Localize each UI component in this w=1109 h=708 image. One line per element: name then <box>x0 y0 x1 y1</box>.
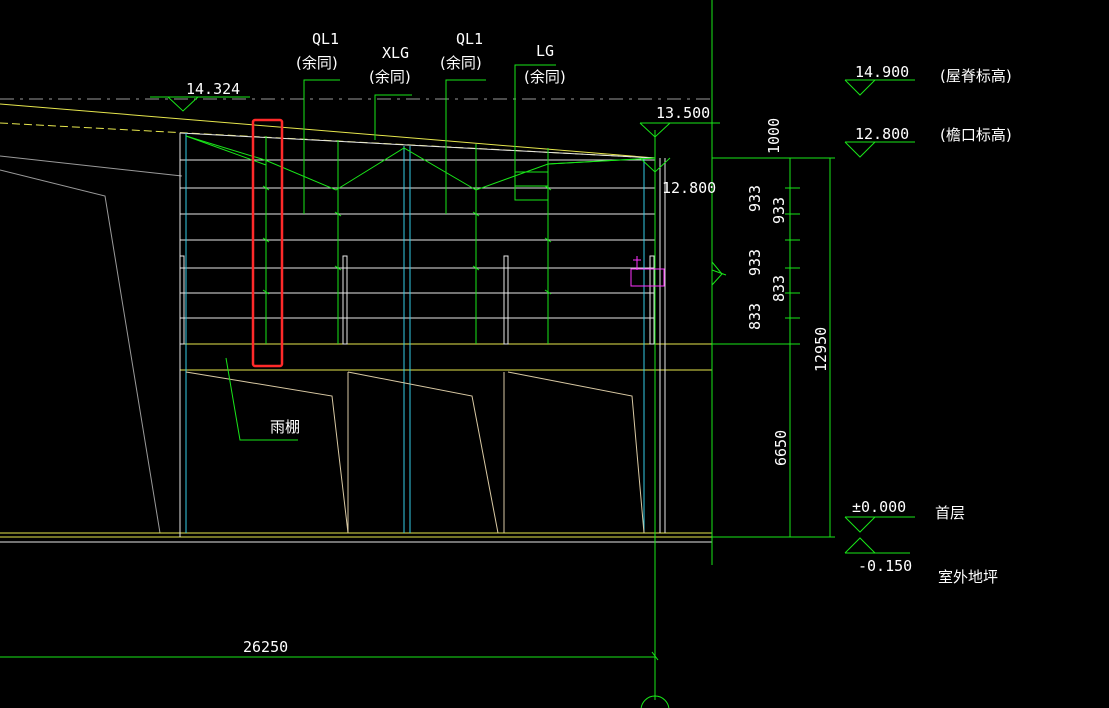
parapet-posts <box>179 255 655 345</box>
elevation-markers <box>150 79 915 554</box>
elevation-eave-note: (檐口标高) <box>940 126 1012 144</box>
member-note-ql1-a: (余同) <box>296 54 338 72</box>
roof-slope-lines <box>0 98 712 159</box>
elevation-roof-ridge: 14.900 <box>855 63 909 81</box>
canopy-label: 雨棚 <box>270 418 300 436</box>
member-note-xlg: (余同) <box>369 68 411 86</box>
elevation-roof-ridge-note: (屋脊标高) <box>940 67 1012 85</box>
dimension-top: 1000 <box>765 118 783 154</box>
dimension-lower: 6650 <box>772 430 790 466</box>
dimension-width: 26250 <box>243 638 288 656</box>
elevation-geometry <box>0 0 915 708</box>
left-facade-outline <box>0 155 183 534</box>
member-label-xlg: XLG <box>382 44 409 62</box>
elevation-eave-right: 12.800 <box>662 179 716 197</box>
highlight-box[interactable] <box>251 118 284 368</box>
canopy-panels <box>185 371 645 534</box>
steel-columns <box>179 133 666 537</box>
tie-rods <box>262 136 552 344</box>
magenta-detail <box>630 256 665 287</box>
roof-bracing <box>185 135 656 191</box>
dimension-segment-2: 933 <box>770 197 788 224</box>
elevation-outdoor: -0.150 <box>858 557 912 575</box>
elevation-eave: 12.800 <box>855 125 909 143</box>
elevation-ridge-right: 13.500 <box>656 104 710 122</box>
wall-girts <box>180 159 712 371</box>
elevation-outdoor-note: 室外地坪 <box>938 568 998 586</box>
dimension-segment-3: 933 <box>746 249 764 276</box>
label-leaders <box>225 64 556 441</box>
grid-axis <box>640 0 713 708</box>
member-label-ql1-a: QL1 <box>312 30 339 48</box>
member-label-lg: LG <box>536 42 554 60</box>
dimension-segment-1: 933 <box>746 185 764 212</box>
elevation-left-slope: 14.324 <box>186 80 240 98</box>
member-label-ql1-b: QL1 <box>456 30 483 48</box>
elevation-ground-floor: ±0.000 <box>852 498 906 516</box>
dimension-lines <box>0 157 835 658</box>
dimension-segment-5: 833 <box>746 303 764 330</box>
member-note-ql1-b: (余同) <box>440 54 482 72</box>
elevation-ground-floor-note: 首层 <box>935 504 965 522</box>
dimension-upper-total: 12950 <box>812 327 830 372</box>
dimension-segment-4: 833 <box>770 275 788 302</box>
ground-lines <box>0 532 712 543</box>
member-note-lg: (余同) <box>524 68 566 86</box>
